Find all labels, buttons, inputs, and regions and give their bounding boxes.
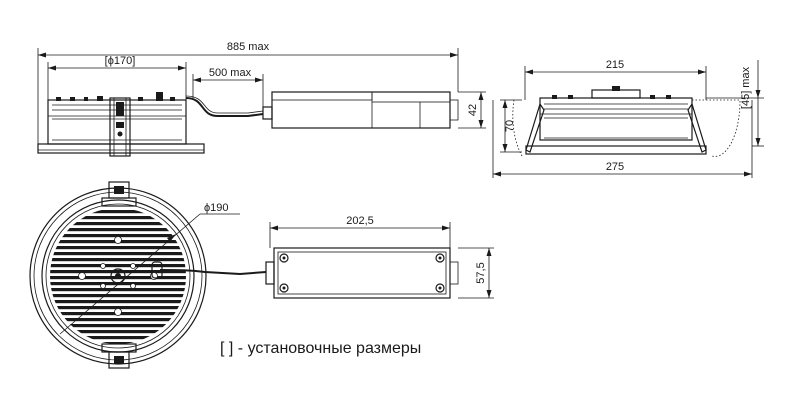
heatsink-fin	[50, 336, 186, 340]
heatsink-fin	[50, 228, 186, 232]
dim-cable-length: 500 max	[209, 67, 252, 79]
leader-outer-diameter	[59, 213, 201, 335]
heatsink-fin	[50, 222, 186, 226]
heatsink-fin	[50, 234, 186, 238]
heatsink-fin	[50, 216, 186, 220]
cable-top	[159, 269, 267, 276]
heatsink-fin	[50, 258, 186, 262]
dim-driver-length: 202,5	[346, 215, 374, 227]
dim-side-clearance: 70	[504, 120, 516, 132]
heatsink-fins-front	[544, 95, 688, 110]
flange-side	[37, 143, 205, 154]
heatsink-fin	[50, 282, 186, 286]
legend-text: - установочные размеры	[237, 340, 422, 357]
heatsink-fin	[50, 342, 186, 344]
dim-flange-width: 275	[606, 161, 624, 173]
spring-left	[525, 102, 545, 153]
flange-front	[525, 145, 707, 155]
heatsink-fin	[50, 210, 186, 214]
dim-outer-diameter: ϕ190	[204, 202, 229, 214]
heatsink-fin	[50, 246, 186, 250]
center-cable-gland	[110, 268, 126, 284]
mount-holes	[78, 236, 158, 316]
dim-overall-length: 885 max	[227, 41, 270, 53]
spring-clip-side	[109, 97, 131, 157]
dim-mount-diameter: [ϕ170]	[105, 55, 136, 67]
side-view: 885 max [ϕ170] 500 max	[37, 41, 486, 157]
driver-body-top	[273, 247, 451, 299]
top-view: ϕ190 202,5 57,5	[29, 181, 494, 369]
heatsink-fin	[50, 288, 186, 292]
legend-brackets: [ ]	[220, 340, 234, 357]
driver-body-side	[271, 91, 451, 129]
driver-screws	[279, 253, 445, 293]
heatsink-fin	[50, 324, 186, 328]
dim-driver-width: 57,5	[475, 262, 487, 283]
dim-mount-height: [45] max	[740, 66, 752, 109]
heatsink-fin	[50, 270, 186, 274]
dim-luminaire-width: 215	[606, 59, 624, 71]
spring-clip-bottom	[101, 343, 137, 369]
heatsink-fin	[50, 330, 186, 334]
dim-driver-height: 42	[467, 104, 479, 116]
spring-clip-top	[101, 181, 137, 207]
heatsink-fin	[50, 300, 186, 304]
cable-side	[185, 97, 264, 117]
legend: [ ] - установочные размеры	[220, 340, 421, 358]
heatsink-fin	[50, 306, 186, 310]
spring-swing-right	[692, 99, 741, 157]
spring-right	[687, 102, 707, 153]
heatsink-fin	[50, 264, 186, 268]
front-view: 215 275	[492, 59, 764, 178]
heatsink-fin	[50, 294, 186, 298]
heatsink-fin	[50, 318, 186, 322]
heatsink-fin	[50, 252, 186, 256]
